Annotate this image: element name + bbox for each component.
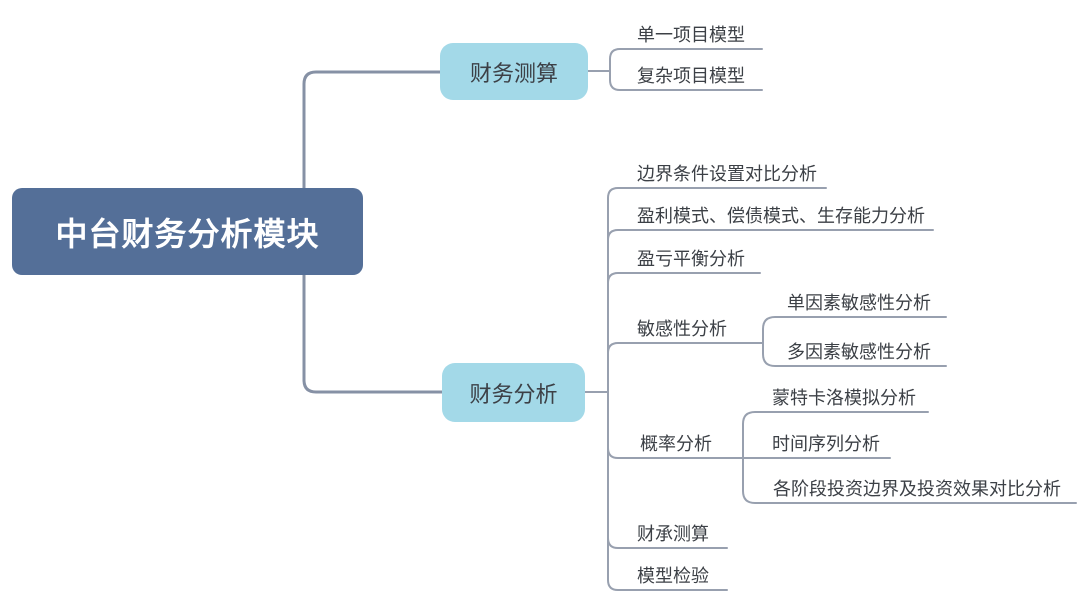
connector-branch-1-child-2 <box>607 272 761 393</box>
subtopic-multi-factor-sensitivity[interactable]: 多因素敏感性分析 <box>787 342 931 362</box>
connector-sensitivity-child-0 <box>762 316 947 344</box>
subtopic-model-validation[interactable]: 模型检验 <box>637 566 709 586</box>
subtopic-monte-carlo-simulation[interactable]: 蒙特卡洛模拟分析 <box>772 388 916 408</box>
root-topic[interactable]: 中台财务分析模块 <box>12 188 363 275</box>
subtopic-fiscal-capacity-measurement[interactable]: 财承测算 <box>637 524 709 544</box>
subtopic-profit-debt-survival-analysis[interactable]: 盈利模式、偿债模式、生存能力分析 <box>637 206 925 226</box>
subtopic-probability-analysis[interactable]: 概率分析 <box>640 434 712 454</box>
subtopic-stage-investment-comparison[interactable]: 各阶段投资边界及投资效果对比分析 <box>773 479 1061 499</box>
subtopic-sensitivity-analysis[interactable]: 敏感性分析 <box>637 319 727 339</box>
subtopic-single-factor-sensitivity[interactable]: 单因素敏感性分析 <box>787 293 931 313</box>
branch-topic-financial-analysis[interactable]: 财务分析 <box>442 363 585 422</box>
connector-sensitivity-child-1 <box>762 342 947 367</box>
connector-branch-1-child-0 <box>607 187 827 393</box>
connector-probability-child-0 <box>742 411 929 459</box>
subtopic-time-series-analysis[interactable]: 时间序列分析 <box>772 434 880 454</box>
connector-root-to-branch-0 <box>302 70 442 190</box>
connector-root-to-branch-1 <box>302 273 444 394</box>
connector-branch-0-child-0 <box>609 48 763 72</box>
subtopic-complex-project-model[interactable]: 复杂项目模型 <box>637 66 745 86</box>
connector-probability-child-2 <box>742 457 1077 504</box>
connector-branch-0-child-1 <box>609 70 763 91</box>
connector-branch-1-child-1 <box>607 229 934 393</box>
subtopic-break-even-analysis[interactable]: 盈亏平衡分析 <box>637 249 745 269</box>
subtopic-boundary-condition-comparison[interactable]: 边界条件设置对比分析 <box>637 164 817 184</box>
branch-topic-financial-measurement[interactable]: 财务测算 <box>440 43 588 100</box>
connector-branch-1-child-6 <box>607 391 728 591</box>
connector-branch-1-child-3 <box>607 342 764 393</box>
subtopic-single-project-model[interactable]: 单一项目模型 <box>637 25 745 45</box>
